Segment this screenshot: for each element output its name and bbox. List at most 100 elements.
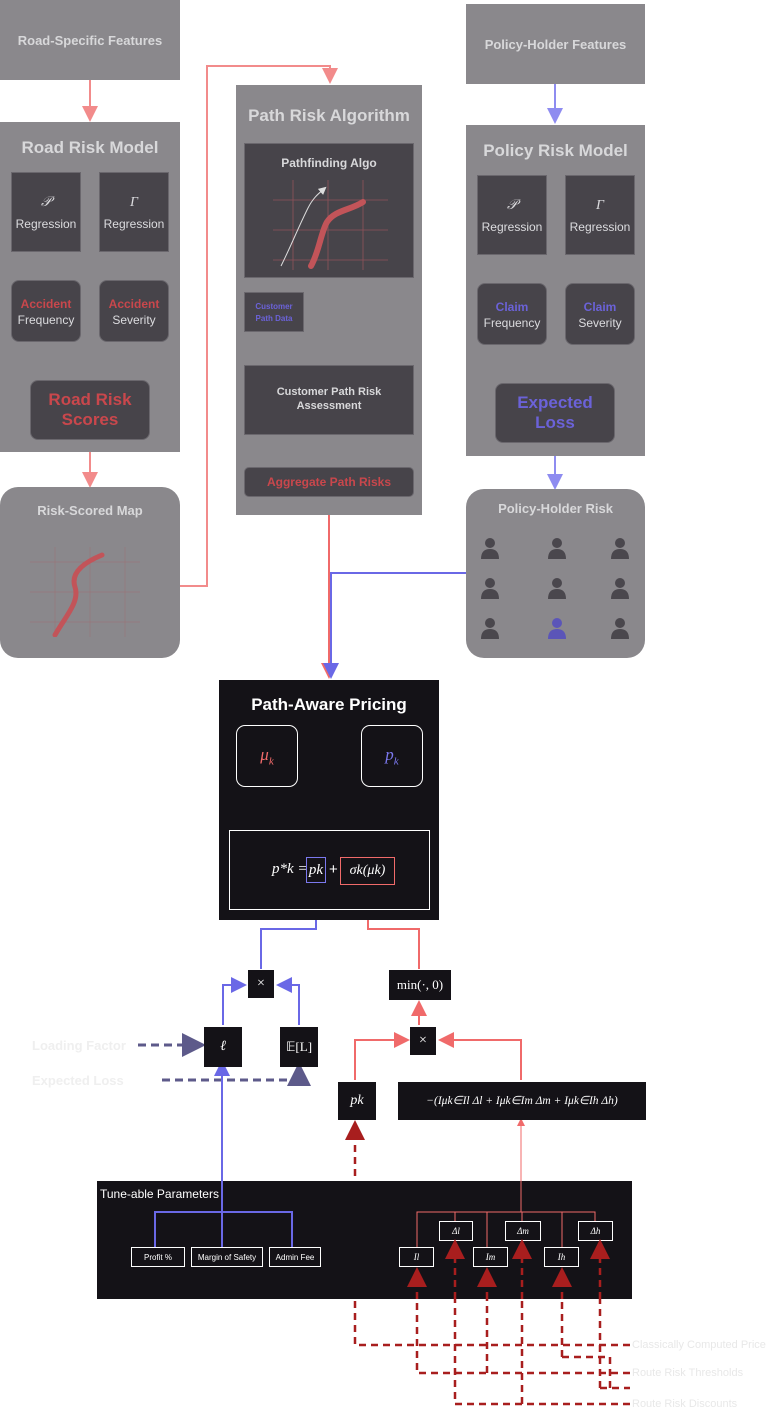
equation-sigma: σk(μk) [340, 857, 395, 885]
classic-price-label: Classically Computed Price [632, 1339, 766, 1351]
regression-label: Regression [569, 220, 631, 234]
policy-features-box: Policy-Holder Features [466, 4, 645, 84]
road-risk-scores-box: Road Risk Scores [30, 380, 150, 440]
i-h-box[interactable]: Ih [544, 1247, 579, 1267]
customer-path-risk-assessment: Customer Path Risk Assessment [244, 365, 414, 435]
accident-label: Accident [20, 297, 72, 311]
person-icon [481, 618, 499, 639]
route-discounts-label: Route Risk Discounts [632, 1398, 738, 1410]
path-risk-algorithm: Path Risk Algorithm Pathfinding Algo Cus… [236, 85, 422, 515]
p-box: pk [361, 725, 423, 787]
customer-path-data-box: Customer Path Data [244, 292, 304, 332]
road-model-title: Road Risk Model [21, 138, 159, 157]
regression-label: Regression [103, 217, 165, 231]
multiply-node-mid: × [410, 1027, 436, 1055]
person-icon [611, 538, 629, 559]
severity-label: Severity [578, 316, 622, 330]
delta-m-box[interactable]: Δm [505, 1221, 541, 1241]
policy-features-label: Policy-Holder Features [484, 36, 627, 52]
expected-loss-label: Expected Loss [32, 1073, 124, 1088]
mu-box: μk [236, 725, 298, 787]
margin-of-safety-box[interactable]: Margin of Safety [191, 1247, 263, 1267]
pricing-title: Path-Aware Pricing [251, 695, 407, 714]
delta-h-box[interactable]: Δh [578, 1221, 613, 1241]
tune-title: Tune-able Parameters [100, 1187, 219, 1201]
equation-pk: pk [306, 857, 326, 883]
regression-symbol: 𝒫 [40, 195, 52, 210]
person-icon [611, 618, 629, 639]
policy-holder-risk: Policy-Holder Risk [466, 489, 645, 658]
regression-symbol: 𝒫 [506, 198, 518, 213]
regression-symbol: Γ [596, 198, 604, 213]
i-m-box[interactable]: Im [473, 1247, 508, 1267]
pricing-equation-box: p*k = pk + σk(μk) [229, 830, 430, 910]
admin-fee-box[interactable]: Admin Fee [269, 1247, 321, 1267]
scores-line1: Road Risk [48, 390, 132, 409]
loss-line1: Expected [517, 393, 593, 412]
person-icon [481, 538, 499, 559]
holder-title: Policy-Holder Risk [498, 501, 613, 516]
path-title: Path Risk Algorithm [248, 106, 410, 125]
delta-l-box[interactable]: Δl [439, 1221, 473, 1241]
policy-regression-p: 𝒫 Regression [477, 175, 547, 255]
person-icon [481, 578, 499, 599]
claim-label: Claim [495, 300, 529, 314]
expected-l-node: 𝔼[L] [280, 1027, 318, 1067]
customer-label: Customer [255, 302, 293, 311]
road-risk-model: Road Risk Model 𝒫 Regression Γ Regressio… [0, 122, 180, 452]
aggregate-label: Aggregate Path Risks [266, 475, 392, 489]
ell-node: ℓ [204, 1027, 242, 1067]
pathfinding-graphic [273, 180, 388, 270]
i-l-box[interactable]: Il [399, 1247, 434, 1267]
regression-label: Regression [15, 217, 77, 231]
claim-severity-box: Claim Severity [565, 283, 635, 345]
min-node: min(·, 0) [389, 970, 451, 1000]
multiply-node-top: × [248, 970, 274, 998]
claim-label: Claim [583, 300, 617, 314]
profit-box[interactable]: Profit % [131, 1247, 185, 1267]
aggregate-path-risks: Aggregate Path Risks [244, 467, 414, 497]
person-icon [548, 538, 566, 559]
person-icon-highlighted [548, 618, 566, 639]
accident-label: Accident [108, 297, 160, 311]
policy-risk-model: Policy Risk Model 𝒫 Regression Γ Regress… [466, 125, 645, 456]
expected-loss-box: Expected Loss [495, 383, 615, 443]
adjustment-node: −(Iμk∈Il Δl + Iμk∈Im Δm + Iμk∈Ih Δh) [398, 1082, 646, 1120]
person-icon [548, 578, 566, 599]
assessment-line1: Customer Path Risk [276, 386, 382, 398]
path-aware-pricing: Path-Aware Pricing μk pk p*k = pk + σk(μ… [219, 680, 439, 920]
regression-symbol: Γ [130, 195, 138, 210]
road-regression-gamma: Γ Regression [99, 172, 169, 252]
mu-subscript: k [268, 755, 274, 768]
pk-node: pk [338, 1082, 376, 1120]
severity-label: Severity [112, 313, 156, 327]
accident-frequency-box: Accident Frequency [11, 280, 81, 342]
map-graphic [30, 547, 140, 637]
p-subscript: k [393, 755, 399, 768]
frequency-label: Frequency [17, 313, 75, 327]
loss-line2: Loss [535, 413, 575, 432]
risk-scored-map: Risk-Scored Map [0, 487, 180, 658]
claim-frequency-box: Claim Frequency [477, 283, 547, 345]
frequency-label: Frequency [483, 316, 541, 330]
person-icon [611, 578, 629, 599]
p-symbol: p [385, 744, 394, 764]
accident-severity-box: Accident Severity [99, 280, 169, 342]
path-data-label: Path Data [255, 314, 293, 323]
person-icons [481, 538, 629, 639]
equation-plus: + [329, 861, 338, 878]
route-thresholds-label: Route Risk Thresholds [632, 1367, 744, 1379]
road-regression-p: 𝒫 Regression [11, 172, 81, 252]
road-features-label: Road-Specific Features [17, 32, 163, 48]
regression-label: Regression [481, 220, 543, 234]
loading-factor-label: Loading Factor [32, 1038, 126, 1053]
pathfinding-algo-box: Pathfinding Algo [244, 143, 414, 278]
assessment-line2: Assessment [296, 400, 362, 412]
mu-symbol: μ [260, 744, 269, 764]
map-title: Risk-Scored Map [37, 503, 143, 518]
equation-lhs: p*k = [272, 861, 308, 877]
policy-regression-gamma: Γ Regression [565, 175, 635, 255]
road-features-box: Road-Specific Features [0, 0, 180, 80]
policy-model-title: Policy Risk Model [483, 141, 628, 160]
scores-line2: Scores [61, 410, 119, 429]
